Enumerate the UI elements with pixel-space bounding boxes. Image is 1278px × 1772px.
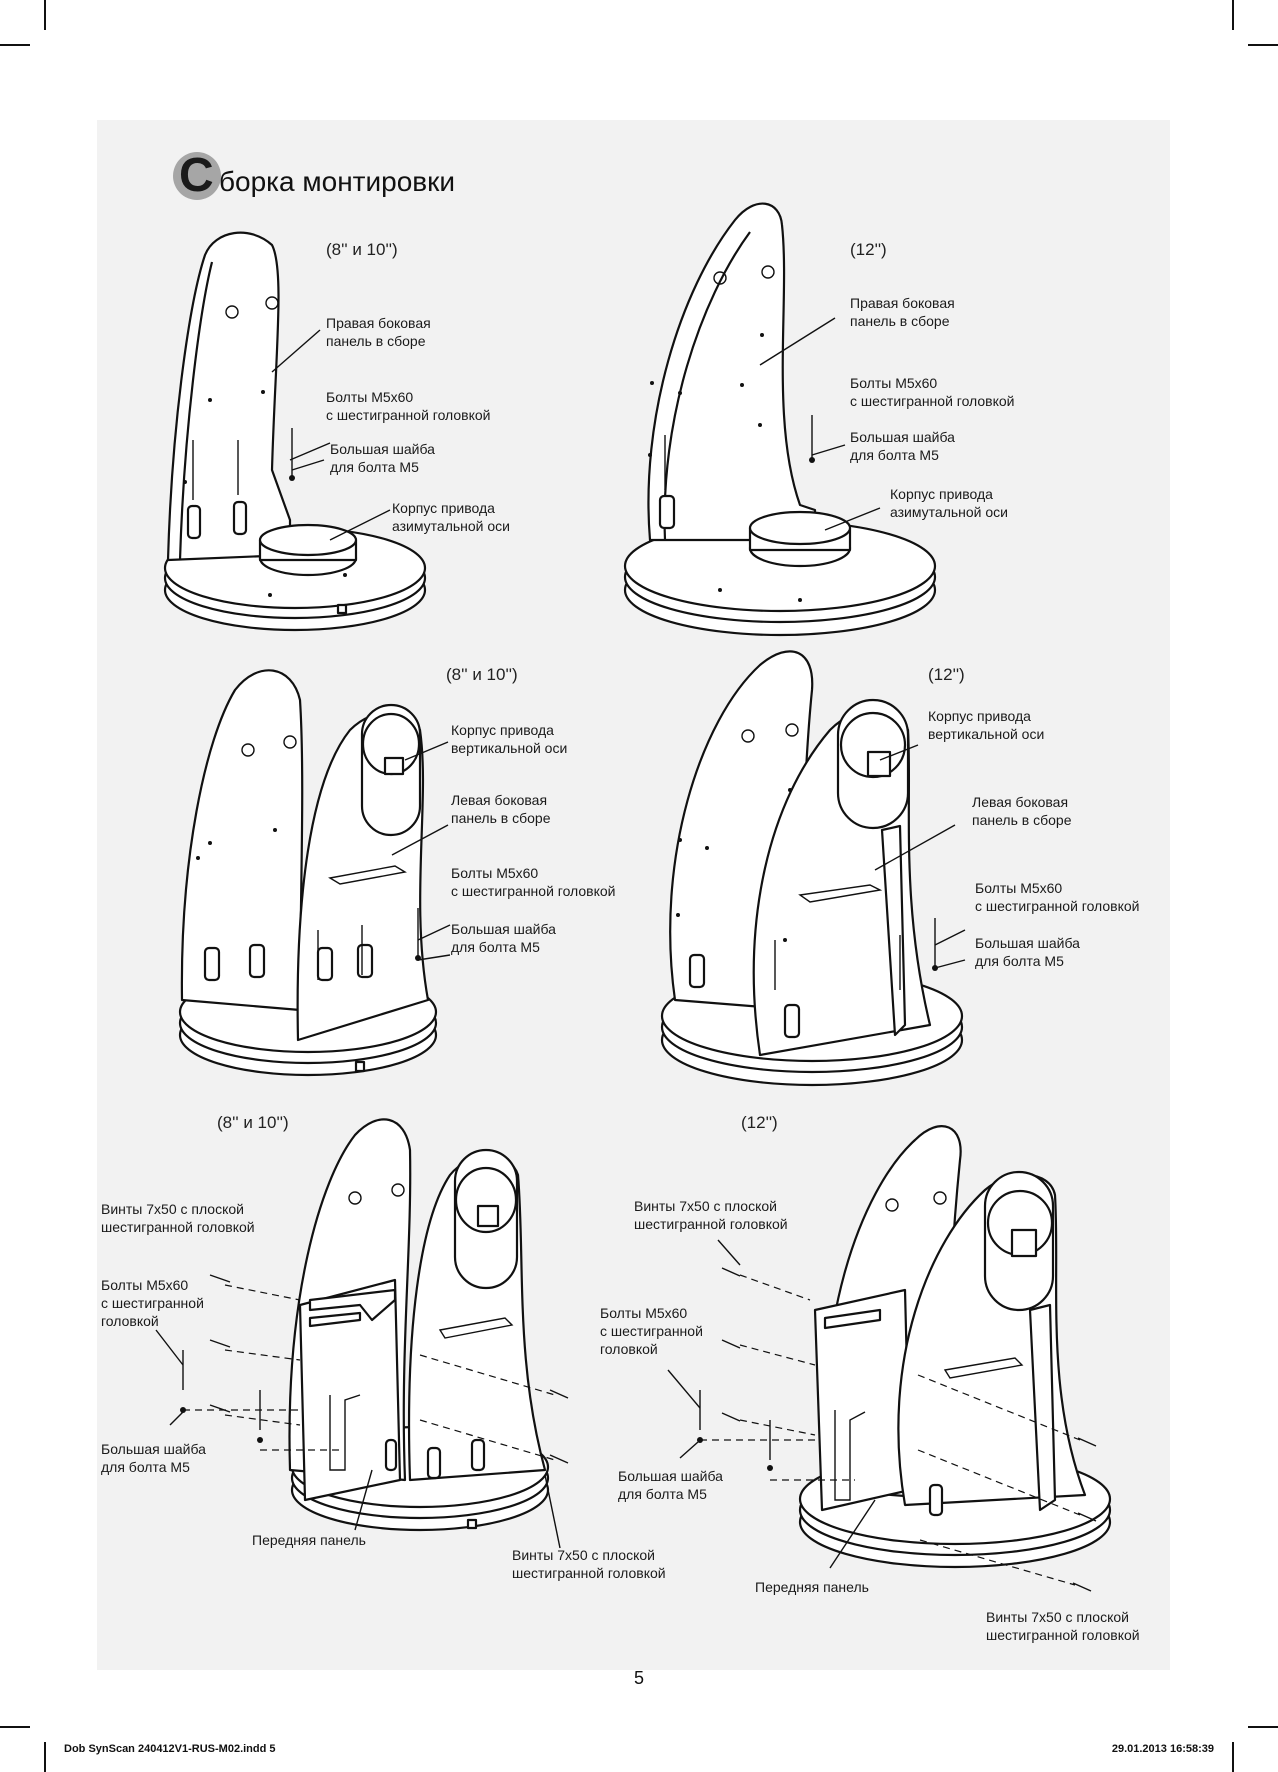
diagram-4-callout-washer: Большая шайба для болта М5: [975, 935, 1080, 969]
diagram-4-callout-bolts: Болты М5x60 с шестигранной головкой: [975, 880, 1140, 914]
footer-timestamp: 29.01.2013 16:58:39: [1111, 1743, 1214, 1755]
crop-mark: [44, 0, 46, 30]
diagram-4-callout-left-panel: Левая боковая панель в сборе: [972, 794, 1072, 828]
diagram-6-callout-screws-top: Винты 7x50 с плоской шестигранной головк…: [634, 1198, 788, 1232]
diagram-3-callout-altitude-housing: Корпус привода вертикальной оси: [451, 722, 568, 756]
diagram-2-art: [623, 202, 937, 637]
diagram-2-size-label: (12''): [850, 240, 887, 259]
diagram-5-size-label: (8'' и 10''): [217, 1113, 289, 1132]
crop-mark: [0, 44, 30, 46]
diagram-3-art: [178, 669, 451, 1077]
title-text: борка монтировки: [219, 166, 456, 197]
diagram-4-art: [660, 650, 966, 1087]
diagram-5-callout-washer: Большая шайба для болта М5: [101, 1441, 206, 1475]
diagram-1-callout-azimuth-housing: Корпус привода азимутальной оси: [392, 500, 510, 534]
diagram-6-art: [667, 1125, 1112, 1592]
diagram-2-callout-right-panel: Правая боковая панель в сборе: [850, 295, 955, 329]
diagram-6-callout-washer: Большая шайба для болта М5: [618, 1468, 723, 1502]
diagram-2-callout-azimuth-housing: Корпус привода азимутальной оси: [890, 486, 1008, 520]
diagram-6-callout-bolts: Болты М5x60 с шестигранной головкой: [600, 1305, 703, 1357]
diagram-3-callout-bolts: Болты М5x60 с шестигранной головкой: [451, 865, 616, 899]
diagram-6-size-label: (12''): [741, 1113, 778, 1132]
diagram-3-callout-left-panel: Левая боковая панель в сборе: [451, 792, 551, 826]
diagram-3-size-label: (8'' и 10''): [446, 665, 518, 684]
crop-mark: [0, 1726, 30, 1728]
crop-mark: [44, 1742, 46, 1772]
title-initial: С: [179, 149, 214, 202]
footer-file-info: Dob SynScan 240412V1-RUS-M02.indd 5: [64, 1743, 276, 1755]
diagram-2-callout-bolts: Болты М5x60 с шестигранной головкой: [850, 375, 1015, 409]
diagram-1-callout-bolts: Болты М5x60 с шестигранной головкой: [326, 389, 491, 423]
page-number: 5: [633, 1668, 644, 1688]
diagram-1-callout-washer: Большая шайба для болта М5: [330, 441, 435, 475]
diagram-5-callout-screws-right: Винты 7x50 с плоской шестигранной головк…: [512, 1547, 666, 1581]
diagram-1-callout-right-panel: Правая боковая панель в сборе: [326, 315, 431, 349]
diagram-3-callout-washer: Большая шайба для болта М5: [451, 921, 556, 955]
crop-mark: [1248, 44, 1278, 46]
diagram-5-callout-screws-left: Винты 7x50 с плоской шестигранной головк…: [101, 1201, 255, 1235]
crop-mark: [1248, 1726, 1278, 1728]
diagram-6-callout-screws-bottom: Винты 7x50 с плоской шестигранной головк…: [986, 1609, 1140, 1643]
diagram-4-size-label: (12''): [928, 665, 965, 684]
diagram-5-art: [155, 1118, 569, 1549]
diagram-2-callout-washer: Большая шайба для болта М5: [850, 429, 955, 463]
diagram-1-art: [163, 231, 427, 632]
diagram-5-callout-bolts: Болты М5x60 с шестигранной головкой: [101, 1277, 204, 1329]
diagram-1-size-label: (8'' и 10''): [326, 240, 398, 259]
crop-mark: [1232, 0, 1234, 30]
diagram-6-callout-front-panel: Передняя панель: [755, 1579, 869, 1595]
diagram-5-callout-front-panel: Передняя панель: [252, 1532, 366, 1548]
crop-mark: [1232, 1742, 1234, 1772]
diagram-4-callout-altitude-housing: Корпус привода вертикальной оси: [928, 708, 1045, 742]
title-initial-circle: [173, 152, 221, 200]
